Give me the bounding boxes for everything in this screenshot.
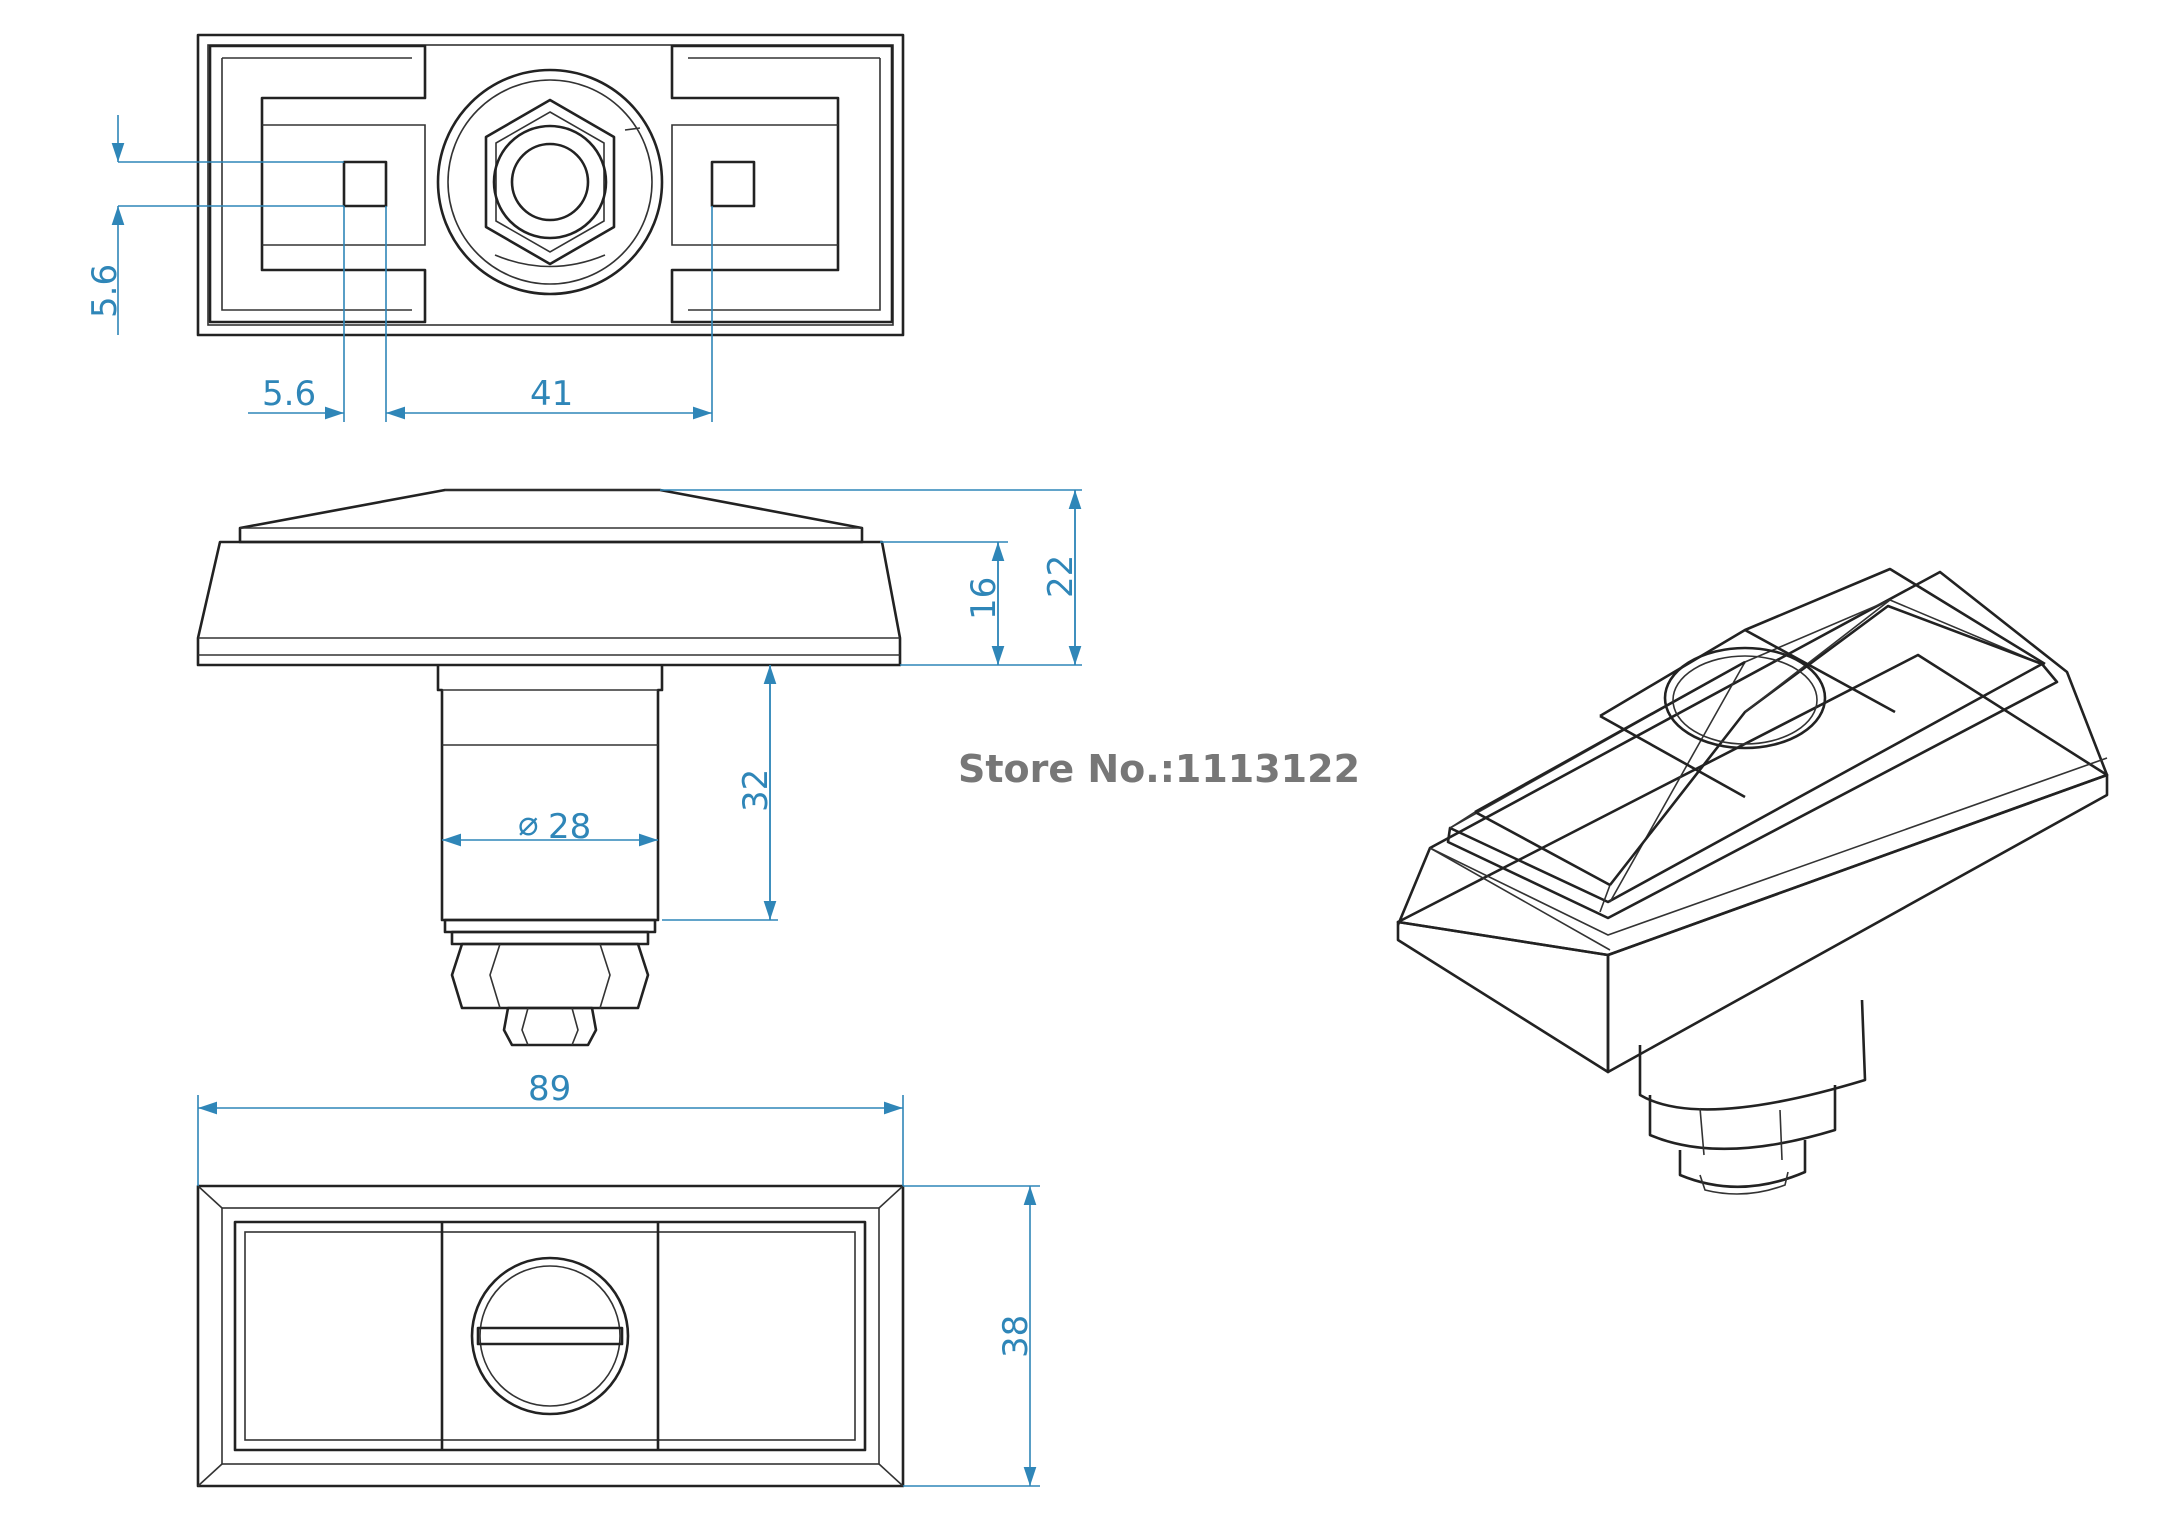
dim-spacing-41: 41: [530, 374, 573, 414]
front-view: [196, 1184, 905, 1488]
iso-key-circle: [1663, 646, 1827, 750]
left-square-hole: [342, 160, 388, 208]
top-view-dims: 5.6 5.6 41: [85, 115, 713, 422]
right-square-hole: [710, 160, 756, 208]
dim-base-height-16: 16: [964, 577, 1004, 620]
side-view: [196, 488, 902, 1047]
hex-nut-top: [484, 98, 616, 266]
hex-nut-side: [450, 942, 650, 1010]
store-label: Store No.:1113122: [958, 747, 1360, 791]
side-view-dims: 22 16 32 ⌀ 28: [442, 489, 1082, 921]
top-view: [196, 33, 905, 337]
face-key-circle: [470, 1256, 630, 1416]
center-boss: [436, 68, 664, 296]
screw-head: [502, 1006, 598, 1047]
dim-horizontal-5-6: 5.6: [262, 374, 316, 414]
dim-shaft-length-32: 32: [736, 769, 776, 812]
handle-base: [196, 540, 902, 667]
dim-depth-38: 38: [996, 1315, 1036, 1358]
center-hole: [510, 142, 590, 222]
handle-top: [238, 488, 864, 544]
shaft: [436, 665, 664, 922]
dim-diameter-28: 28: [548, 807, 591, 847]
dim-vertical-5-6: 5.6: [85, 264, 125, 318]
slot: [476, 1326, 624, 1346]
isometric-view: [1396, 567, 2109, 1195]
diameter-symbol: ⌀: [518, 804, 538, 844]
dim-total-height-22: 22: [1041, 555, 1081, 598]
dim-width-89: 89: [528, 1069, 571, 1109]
front-view-dims: 89 38: [197, 1069, 1040, 1487]
